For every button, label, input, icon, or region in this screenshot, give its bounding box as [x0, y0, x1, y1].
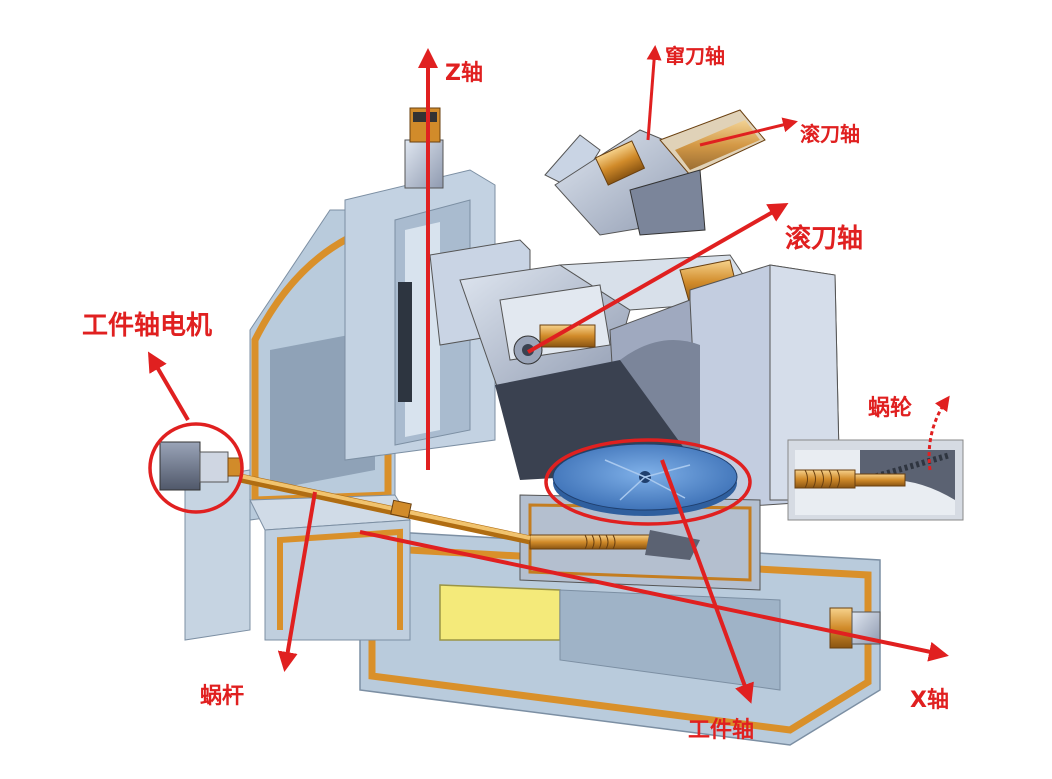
- worm-wheel-label: 蜗轮: [868, 396, 913, 421]
- x-axis-motor: [829, 607, 881, 649]
- inset-hob-arrow: [699, 117, 798, 147]
- workpiece-axis-label: 工件轴: [688, 718, 755, 743]
- narrow-tool-axis-label: 窜刀轴: [665, 44, 725, 68]
- inset-hob-head: [544, 109, 766, 236]
- narrow-axis-arrow: [646, 45, 662, 141]
- worm-assembly: [529, 530, 700, 560]
- worm-shaft: [239, 473, 531, 545]
- hob-axis-arrow: [527, 203, 789, 354]
- hob-axis-label: 滚刀轴: [785, 224, 864, 254]
- yellow-panel: [439, 584, 561, 641]
- table-highlight-circle: [544, 438, 752, 526]
- worm-wheel-arrow: [927, 395, 950, 471]
- motor-arrow: [147, 351, 190, 422]
- workpiece-axis-arrow: [660, 459, 754, 704]
- z-column: [344, 107, 496, 461]
- workpiece-motor-label: 工件轴电机: [82, 311, 213, 341]
- workpiece-motor: [159, 441, 243, 491]
- motor-highlight-circle: [148, 422, 244, 514]
- annotations: [147, 48, 949, 704]
- hob-axis-inset-label: 滚刀轴: [800, 122, 860, 146]
- z-axis-label: Z轴: [445, 61, 483, 86]
- worm-label: 蜗杆: [200, 684, 245, 709]
- x-axis-arrow: [359, 530, 949, 662]
- inset-annotations: [646, 45, 950, 471]
- x-axis-label: X轴: [910, 688, 949, 713]
- inset-worm-gear: [787, 439, 964, 521]
- worm-arrow: [277, 491, 317, 672]
